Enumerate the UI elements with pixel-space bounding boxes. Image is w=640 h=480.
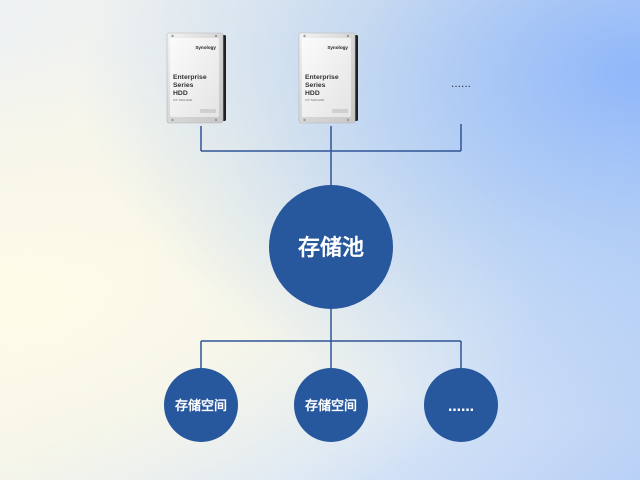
volume-circle (424, 368, 498, 442)
hard-drive-1: Synology Enterprise Series HDD 3.5" SATA… (166, 32, 226, 124)
hdd-screw (214, 118, 218, 122)
volume-node-2: 存储空间 (294, 368, 368, 442)
hdd-screw (346, 34, 350, 38)
drive-to-pool-connectors (200, 124, 462, 186)
hdd-barcode (332, 109, 348, 113)
hdd-subtitle: 3.5" SATA HDD (173, 98, 192, 102)
hdd-screw (303, 118, 306, 122)
volume-circle (294, 368, 368, 442)
hdd-title-line: Series (173, 82, 194, 89)
hdd-label-panel (302, 38, 351, 117)
hdd-screw (303, 34, 306, 38)
hdd-subtitle: 3.5" SATA HDD (305, 98, 324, 102)
storage-pool-node: 存储池 (269, 185, 393, 309)
volume-node-1: 存储空间 (164, 368, 238, 442)
pool-to-volume-connectors (200, 309, 462, 368)
hdd-title-line: Enterprise (173, 74, 207, 81)
hdd-title-line: HDD (173, 90, 188, 97)
hard-drive-2: Synology Enterprise Series HDD 3.5" SATA… (298, 32, 358, 124)
hdd-screw (171, 34, 174, 38)
hdd-label-panel (170, 38, 219, 117)
volume-label: 存储空间 (175, 398, 227, 414)
volume-node-more: …… (424, 368, 498, 442)
hdd-title-line: HDD (305, 90, 320, 97)
hdd-brand-logo: Synology (327, 45, 348, 50)
hdd-title-line: Enterprise (305, 74, 339, 81)
hdd-title-line: Series (305, 82, 326, 89)
hdd-brand-logo: Synology (195, 45, 216, 50)
hdd-screw (346, 118, 350, 122)
more-drives-ellipsis: …… (451, 79, 471, 90)
storage-pool-circle (269, 185, 393, 309)
hdd-screw (171, 118, 174, 122)
volume-more-ellipsis: …… (448, 400, 474, 415)
volume-label: 存储空间 (305, 398, 357, 414)
storage-pool-label: 存储池 (298, 235, 364, 261)
hdd-barcode (200, 109, 216, 113)
hdd-screw (214, 34, 218, 38)
volume-circle (164, 368, 238, 442)
